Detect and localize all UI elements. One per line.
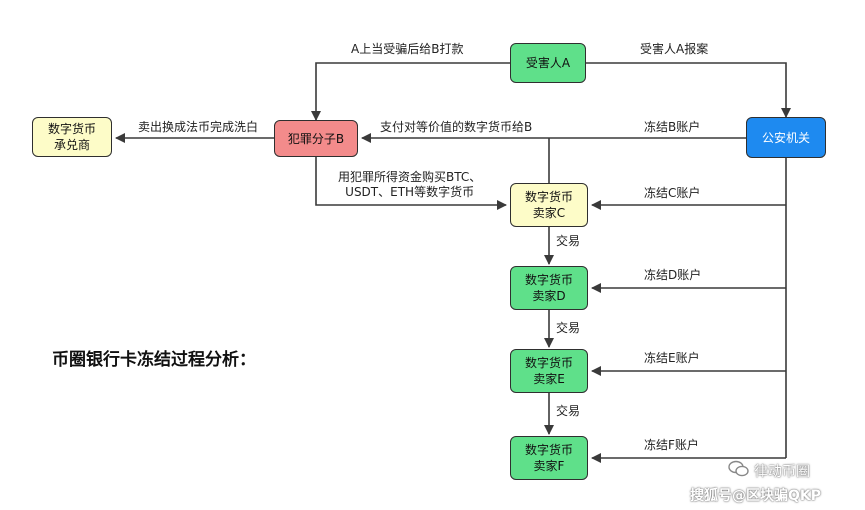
label-trade-ef: 交易 — [556, 404, 581, 419]
label-c-to-criminal: 支付对等价值的数字货币给B — [380, 120, 533, 135]
node-seller-e: 数字货币 卖家E — [510, 349, 588, 393]
label-victim-to-police: 受害人A报案 — [640, 42, 709, 57]
node-exchanger: 数字货币 承兑商 — [32, 117, 112, 157]
label-trade-de: 交易 — [556, 321, 581, 336]
edge-victim-to-police — [586, 62, 791, 118]
edge-victim-to-criminal — [311, 62, 510, 121]
watermark: 律动币圈 搜狐号@区块骗QKP — [690, 460, 852, 505]
label-criminal-to-c: 用犯罪所得资金购买BTC、 USDT、ETH等数字货币 — [338, 170, 482, 199]
label-freeze-e: 冻结E账户 — [644, 351, 700, 366]
label-freeze-b: 冻结B账户 — [644, 120, 701, 135]
label-trade-cd: 交易 — [556, 234, 581, 249]
edge-criminal-to-c — [315, 157, 507, 210]
node-seller-d: 数字货币 卖家D — [510, 266, 588, 310]
node-police: 公安机关 — [746, 117, 826, 158]
watermark-account: 律动币圈 — [754, 463, 810, 480]
label-victim-to-criminal: A上当受骗后给B打款 — [351, 42, 464, 57]
label-freeze-d: 冻结D账户 — [644, 268, 702, 283]
wechat-icon — [728, 460, 750, 483]
diagram-heading: 币圈银行卡冻结过程分析： — [52, 350, 256, 370]
label-freeze-c: 冻结C账户 — [644, 186, 701, 201]
node-seller-c: 数字货币 卖家C — [510, 183, 588, 227]
label-freeze-f: 冻结F账户 — [644, 438, 699, 453]
node-victim-a: 受害人A — [510, 43, 586, 83]
watermark-source: 搜狐号@区块骗QKP — [690, 488, 822, 504]
node-seller-f: 数字货币 卖家F — [510, 436, 588, 480]
node-criminal-b: 犯罪分子B — [274, 120, 358, 157]
label-criminal-to-exchanger: 卖出换成法币完成洗白 — [138, 120, 259, 135]
